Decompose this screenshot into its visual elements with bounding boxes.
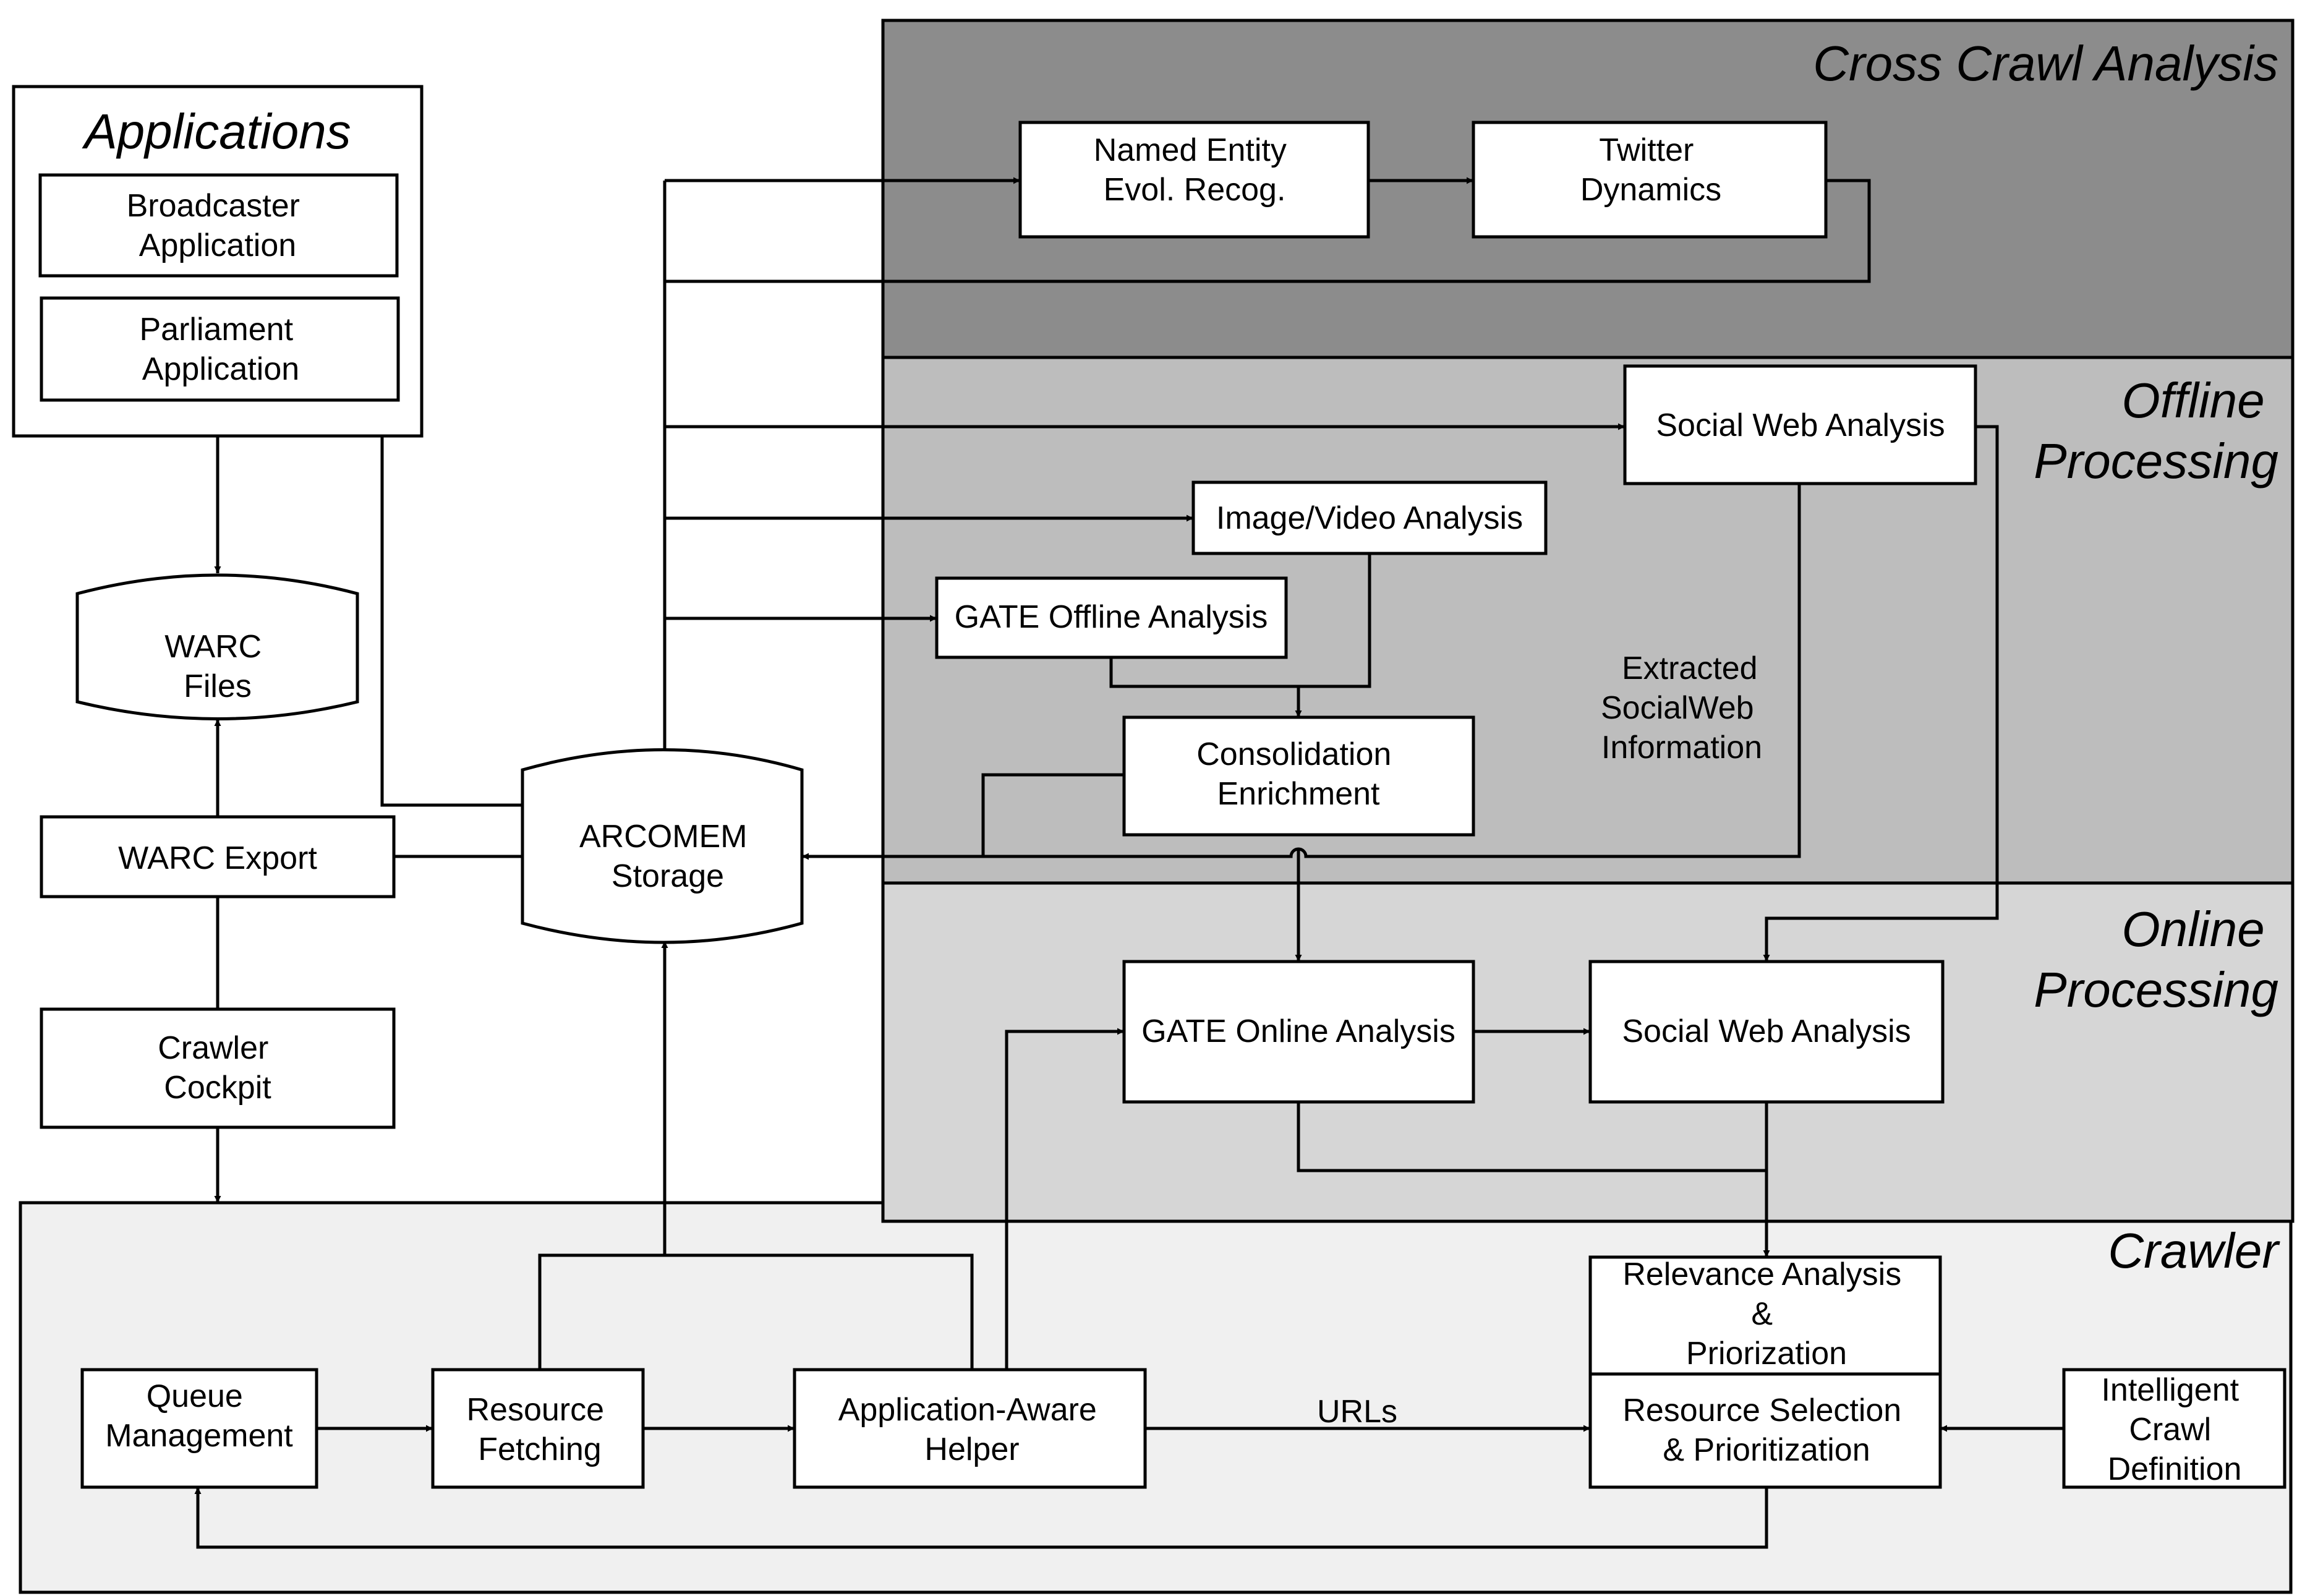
gate-offline-analysis-box: GATE Offline Analysis: [935, 576, 1288, 659]
online-social-web-analysis-box: Social Web Analysis: [1588, 960, 1945, 1104]
cross-crawl-analysis-title: Cross Crawl Analysis: [1813, 36, 2278, 91]
svg-text:Application-Aware Helper: Application-Aware Helper: [838, 1392, 1106, 1467]
svg-text:Social Web Analysis: Social Web Analysis: [1656, 408, 1945, 443]
warc-export: WARC Export: [40, 815, 396, 898]
applications-title: Applications: [82, 104, 351, 159]
online-processing-region: [881, 881, 2295, 1223]
svg-text:GATE Offline Analysis: GATE Offline Analysis: [955, 599, 1268, 635]
svg-text:Resource Fetching: Resource Fetching: [466, 1392, 613, 1467]
twitter-dynamics-box: Twitter Dynamics: [1472, 121, 1828, 239]
svg-text:WARC Files: WARC Files: [164, 629, 270, 704]
resource-selection-label: Resource Selection & Prioritization: [1622, 1393, 1910, 1468]
svg-text:GATE Online Analysis: GATE Online Analysis: [1141, 1014, 1455, 1049]
urls-label: URLs: [1317, 1394, 1397, 1430]
gate-online-analysis-box: GATE Online Analysis: [1122, 960, 1475, 1104]
consolidation-enrichment-box: Consolidation Enrichment: [1122, 715, 1475, 837]
svg-text:Social Web Analysis: Social Web Analysis: [1622, 1014, 1911, 1049]
relevance-analysis-label: Relevance Analysis & Priorization: [1622, 1257, 1910, 1372]
svg-text:Queue Management: Queue Management: [105, 1378, 293, 1454]
application-aware-helper-box: Application-Aware Helper: [793, 1368, 1147, 1489]
arcomem-storage: ARCOMEM Storage: [521, 748, 804, 944]
svg-text:Image/Video Analysis: Image/Video Analysis: [1216, 500, 1523, 536]
intelligent-crawl-definition-box: Intelligent Crawl Definition: [2062, 1368, 2286, 1489]
offline-social-web-analysis-box: Social Web Analysis: [1623, 364, 1977, 485]
svg-text:ARCOMEM Storage: ARCOMEM Storage: [579, 819, 756, 894]
svg-text:Intelligent Crawl: Intelligent Crawl Definition: [2101, 1372, 2248, 1487]
offline-processing-title: Offline Processing: [2034, 373, 2278, 489]
parliament-application: Parliament Application: [139, 312, 302, 387]
warc-files-storage: WARC Files: [75, 573, 359, 720]
applications-group: Applications Broadcaster Application Par…: [12, 85, 424, 438]
svg-text:Named Entity Evol. Recog: Named Entity Evol. Recog.: [1094, 132, 1296, 208]
named-entity-evolution-box: Named Entity Evol. Recog.: [1018, 121, 1370, 239]
broadcaster-application: Broadcaster Application: [127, 188, 309, 263]
resource-fetching-box: Resource Fetching: [431, 1368, 645, 1489]
image-video-analysis-box: Image/Video Analysis: [1191, 480, 1548, 555]
svg-text:Twitter Dynamics: Twitter Dynamics: [1580, 132, 1721, 208]
crawler-region: [19, 1201, 2293, 1594]
svg-text:Consolidation Enrichment: Consolidation Enrichment: [1196, 736, 1400, 812]
online-processing-title: Online Processing: [2034, 902, 2278, 1017]
extracted-socialweb-information-label: Extracted SocialWeb Information: [1601, 651, 1766, 766]
connectors: [194, 177, 2064, 1549]
svg-text:WARC Export: WARC Export: [118, 840, 317, 876]
relevance-selection-box: Relevance Analysis & Priorization Resour…: [1588, 1255, 1942, 1489]
queue-management-box: Queue Management: [80, 1368, 318, 1489]
crawler-cockpit: Crawler Cockpit: [40, 1007, 396, 1129]
crawler-title: Crawler: [2108, 1223, 2280, 1278]
svg-text:Crawler Cockpit: Crawler Cockpit: [158, 1030, 278, 1106]
